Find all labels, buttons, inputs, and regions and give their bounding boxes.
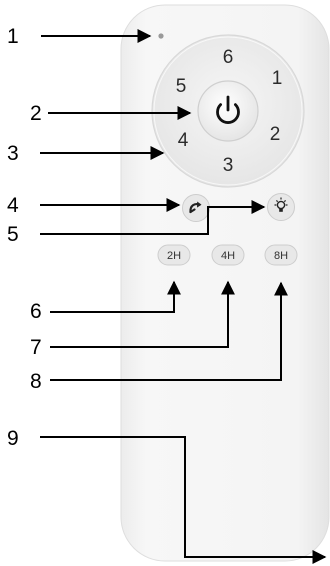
zone-3-label[interactable]: 3 bbox=[223, 155, 234, 176]
leader-arrow-5 bbox=[40, 200, 266, 235]
leader-arrow-6 bbox=[50, 280, 181, 313]
zone-2-label[interactable]: 2 bbox=[270, 124, 281, 145]
callout-9: 9 bbox=[7, 427, 19, 450]
cycle-arrow-icon bbox=[189, 201, 202, 214]
timer-2h-label: 2H bbox=[167, 250, 181, 262]
timer-4h-label: 4H bbox=[221, 250, 235, 262]
callout-5: 5 bbox=[7, 223, 19, 246]
leader-arrow-8 bbox=[50, 281, 288, 381]
timer-8h-button[interactable]: 8H bbox=[264, 244, 298, 266]
brightness-cycle-button[interactable] bbox=[182, 194, 210, 222]
callout-1: 1 bbox=[7, 25, 19, 48]
callout-8: 8 bbox=[30, 370, 42, 393]
zone-4-label[interactable]: 4 bbox=[178, 130, 189, 151]
zone-6-label[interactable]: 6 bbox=[223, 47, 234, 68]
timer-2h-button[interactable]: 2H bbox=[157, 244, 191, 266]
zone-1-label[interactable]: 1 bbox=[272, 68, 283, 89]
callout-6: 6 bbox=[30, 300, 42, 323]
power-icon bbox=[216, 95, 240, 124]
leader-arrow-9 bbox=[40, 436, 327, 564]
indicator-led bbox=[158, 33, 164, 39]
leader-arrow-7 bbox=[50, 280, 235, 348]
callout-3: 3 bbox=[7, 142, 19, 165]
light-button[interactable] bbox=[267, 193, 295, 221]
timer-8h-label: 8H bbox=[274, 250, 288, 262]
light-bulb-icon bbox=[274, 197, 288, 212]
callout-2: 2 bbox=[30, 102, 42, 125]
callout-4: 4 bbox=[7, 194, 19, 217]
timer-4h-button[interactable]: 4H bbox=[211, 244, 245, 266]
zone-5-label[interactable]: 5 bbox=[176, 76, 187, 97]
power-button[interactable] bbox=[197, 80, 259, 142]
callout-7: 7 bbox=[30, 336, 42, 359]
